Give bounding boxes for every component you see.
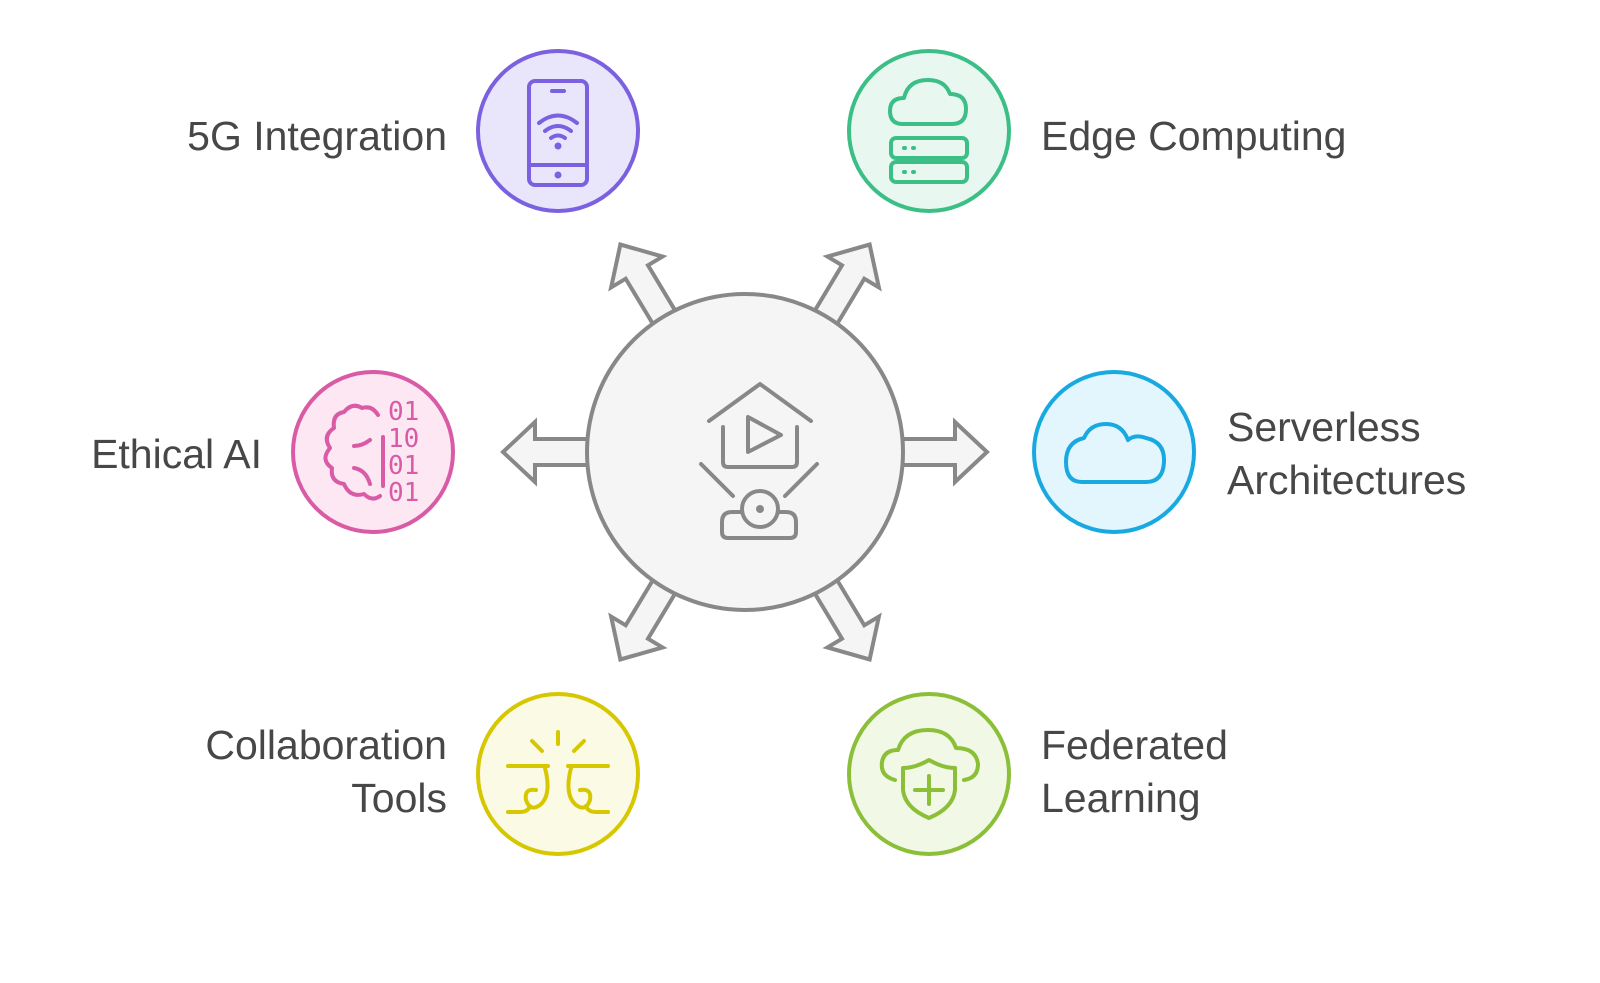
home-video-icon <box>699 382 819 540</box>
label-federated: Federated <box>1041 722 1228 768</box>
cloud-shield-icon <box>879 728 980 820</box>
label-collaboration: Collaboration <box>205 722 447 768</box>
label-architectures: Architectures <box>1227 457 1466 503</box>
node-collaboration-tools: Collaboration Tools <box>205 692 640 856</box>
label-serverless: Serverless <box>1227 404 1421 450</box>
label-tools: Tools <box>351 775 447 821</box>
arrow-left <box>500 417 597 487</box>
arrows <box>500 242 990 662</box>
heads-idea-icon <box>506 730 610 814</box>
label-5g-integration: 5G Integration <box>187 113 447 159</box>
arrow-down-left <box>608 571 682 662</box>
brain-binary-icon: 01 10 01 01 <box>323 397 419 508</box>
node-federated-learning: Federated Learning <box>847 692 1228 856</box>
label-learning: Learning <box>1041 775 1201 821</box>
node-serverless-architectures: Serverless Architectures <box>1032 370 1466 534</box>
cloud-icon <box>1064 422 1167 484</box>
arrow-up-right <box>808 242 882 333</box>
node-5g-integration: 5G Integration <box>187 49 640 213</box>
node-ethical-ai: 01 10 01 01 Ethical AI <box>91 370 455 534</box>
svg-text:01: 01 <box>388 478 419 508</box>
label-edge-computing: Edge Computing <box>1041 113 1346 159</box>
arrow-right <box>893 417 990 487</box>
svg-text:01: 01 <box>388 451 419 481</box>
center-hub <box>585 292 905 612</box>
svg-text:10: 10 <box>388 424 419 454</box>
arrow-down-right <box>808 571 882 662</box>
arrow-up-left <box>608 242 682 333</box>
node-edge-computing: Edge Computing <box>847 49 1346 213</box>
smartphone-wifi-icon <box>527 79 589 187</box>
cloud-server-icon <box>888 78 969 184</box>
svg-text:01: 01 <box>388 397 419 427</box>
label-ethical-ai: Ethical AI <box>91 431 262 477</box>
